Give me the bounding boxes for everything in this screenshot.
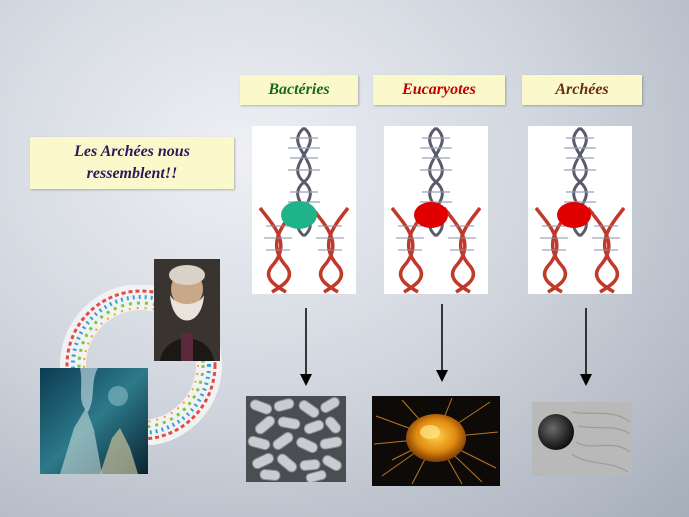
- hydrothermal-vent-photo: [40, 368, 148, 474]
- label-eucaryotes: Eucaryotes: [373, 75, 505, 105]
- dna-panel-archees: [528, 126, 632, 294]
- dna-helix-icon: [534, 126, 626, 294]
- label-archees: Archées: [522, 75, 642, 105]
- archaea-micrograph: [532, 402, 632, 476]
- dna-helix-icon: [258, 126, 350, 294]
- dna-helix-icon: [390, 126, 482, 294]
- callout-line-1: Les Archées nous: [74, 143, 190, 160]
- darwin-portrait: [154, 259, 220, 361]
- arrow-down-icon: [436, 304, 448, 382]
- callout-box: Les Archées nous ressemblent!!: [30, 137, 234, 189]
- dna-panel-bacteries: [252, 126, 356, 294]
- bacteria-micrograph: [246, 396, 346, 482]
- arrow-down-icon: [580, 308, 592, 386]
- dna-panel-eucaryotes: [384, 126, 488, 294]
- label-bacteries: Bactéries: [240, 75, 358, 105]
- eukaryote-cell-micrograph: [372, 396, 500, 486]
- arrow-down-icon: [300, 308, 312, 386]
- callout-line-2: ressemblent!!: [86, 165, 178, 182]
